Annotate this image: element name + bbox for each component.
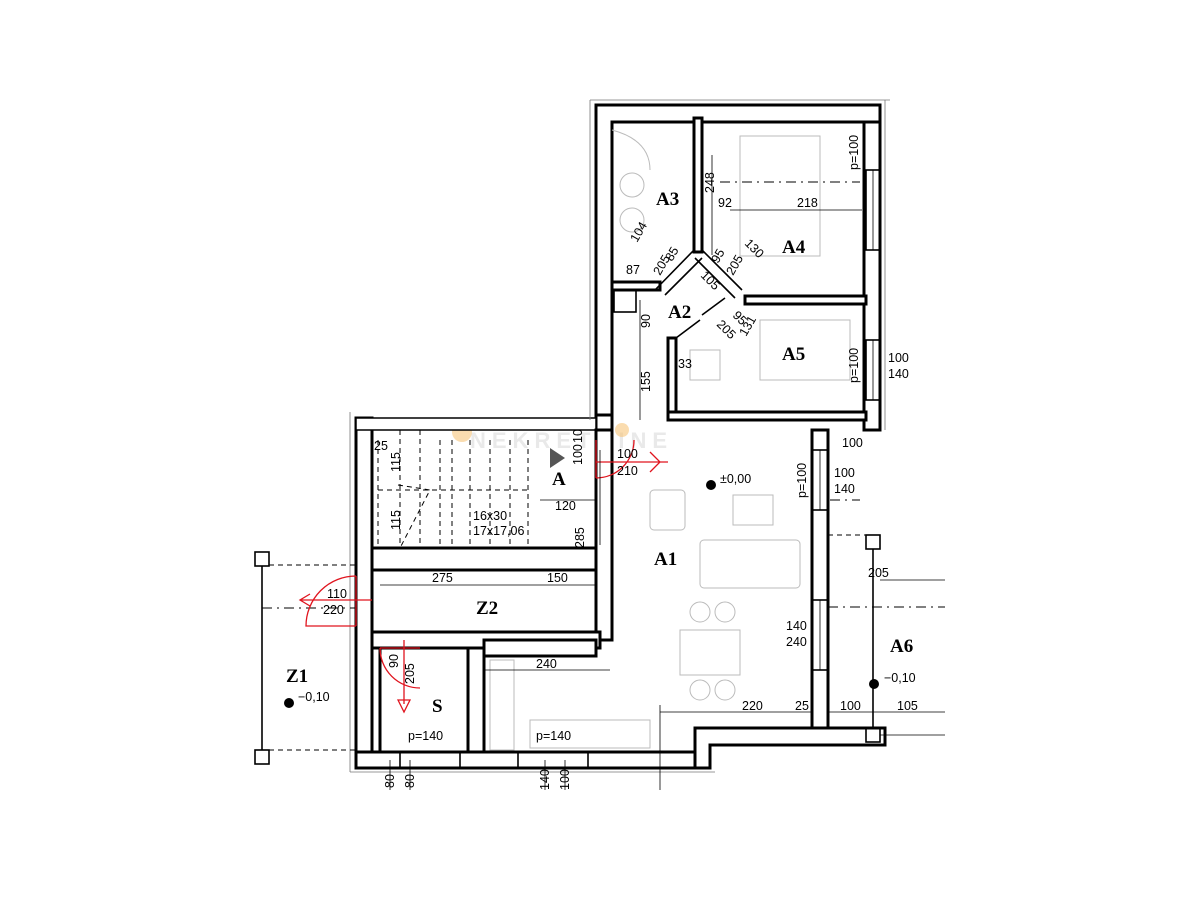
dim-a-285: 285 (573, 527, 587, 548)
dim-a1-win-100: 100 (834, 466, 855, 480)
room-label-a5: A5 (782, 344, 805, 365)
dim-a-115b: 115 (389, 510, 403, 530)
dim-a-10: 10 (571, 429, 585, 443)
room-label-a2: A2 (668, 302, 691, 323)
dim-a2-105: 105 (698, 268, 723, 293)
room-label-a3: A3 (656, 189, 679, 210)
room-label-z1: Z1 (286, 666, 308, 687)
dim-85: 85 (662, 244, 681, 263)
dim-130: 130 (742, 236, 767, 261)
doors (298, 439, 668, 714)
level-icon-z1 (284, 698, 294, 708)
dim-87: 87 (626, 263, 640, 277)
dim-a5-win-100: 100 (888, 351, 909, 365)
dim-a6-205: 205 (868, 566, 889, 580)
dim-z2-275: 275 (432, 571, 453, 585)
stairs-steps-a: 16x30 (473, 509, 507, 523)
dim-a1-220: 220 (742, 699, 763, 713)
dim-155: 155 (639, 371, 653, 392)
room-label-a4: A4 (782, 237, 806, 258)
windows (399, 169, 881, 769)
dim-a4-95: 95 (708, 246, 727, 265)
dim-a1-win-140: 140 (834, 482, 855, 496)
dim-s-p140: p=140 (408, 729, 443, 743)
dim-z1-door-110: 110 (327, 587, 347, 601)
dim-s-205: 205 (403, 663, 417, 684)
z1-terrace (254, 551, 356, 765)
level-markers (284, 448, 879, 708)
room-labels: A3 A4 A2 A5 A A1 Z2 Z1 S A6 (286, 189, 913, 717)
dim-a1-win2-140: 140 (786, 619, 807, 633)
level-icon-a6 (869, 679, 879, 689)
dim-a4-p100: p=100 (847, 135, 861, 170)
dim-door-a-100: 100 (617, 447, 638, 461)
dim-248: 248 (703, 172, 717, 193)
dim-a-100: 100 (571, 444, 585, 465)
dim-a6-105: 105 (897, 699, 918, 713)
dim-218: 218 (797, 196, 818, 210)
dim-92: 92 (718, 196, 732, 210)
level-icon-a1 (706, 480, 716, 490)
dim-bottom-100: 100 (558, 769, 572, 790)
dimension-lines (380, 155, 945, 790)
dim-33: 33 (678, 357, 692, 371)
room-label-a6: A6 (890, 636, 913, 657)
stairs-steps-b: 17x17,06 (473, 524, 524, 538)
dim-a-115a: 115 (389, 452, 403, 472)
dim-a1-p140: p=140 (536, 729, 571, 743)
level-a6: −0,10 (884, 671, 916, 685)
dim-door-a-210: 210 (617, 464, 638, 478)
dim-a1-240: 240 (536, 657, 557, 671)
dim-bottom-80a: 80 (383, 774, 397, 788)
watermark-sun-icon-2 (615, 423, 629, 437)
dim-104: 104 (627, 219, 650, 244)
dim-a2-90: 90 (639, 314, 653, 328)
dim-bottom-80b: 80 (403, 774, 417, 788)
dim-a1-25: 25 (795, 699, 809, 713)
dim-s-90: 90 (387, 654, 401, 668)
level-a1: ±0,00 (720, 472, 751, 486)
dim-z2-150: 150 (547, 571, 568, 585)
interior-walls (370, 116, 868, 754)
room-label-a1: A1 (654, 549, 677, 570)
dim-a6-100: 100 (840, 699, 861, 713)
dim-a1-right-100: 100 (842, 436, 863, 450)
level-z1: −0,10 (298, 690, 330, 704)
dim-bottom-140: 140 (538, 769, 552, 790)
dim-a-120: 120 (555, 499, 576, 513)
dim-a5-p100: p=100 (847, 348, 861, 383)
staircase (377, 430, 529, 549)
room-label-s: S (432, 696, 443, 717)
room-label-a: A (552, 469, 566, 490)
entrance-arrow-icon (550, 448, 565, 468)
dim-a5-win-140: 140 (888, 367, 909, 381)
exterior-walls (349, 99, 890, 773)
dim-a1-win2-240: 240 (786, 635, 807, 649)
furniture (489, 129, 851, 751)
dim-a-25: 25 (374, 439, 388, 453)
dim-a1-p100: p=100 (795, 463, 809, 498)
a6-terrace (828, 534, 945, 743)
room-label-z2: Z2 (476, 598, 498, 619)
dim-z1-door-220: 220 (323, 603, 344, 617)
